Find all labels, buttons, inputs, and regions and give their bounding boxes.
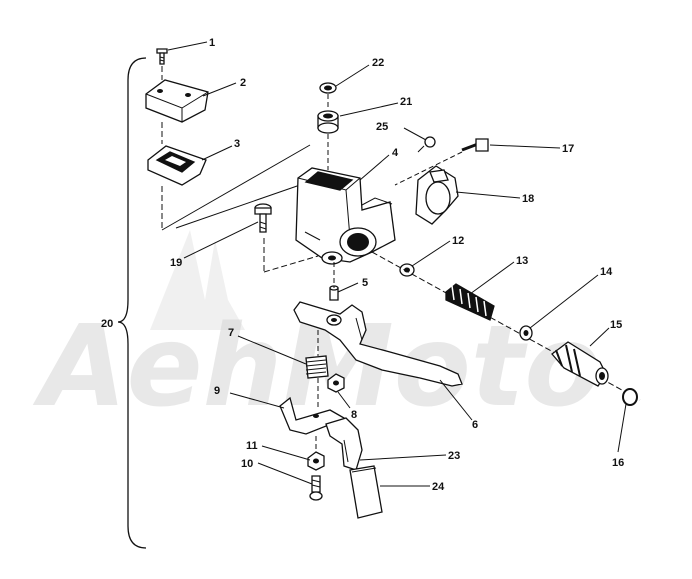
callout-18: 18 xyxy=(522,193,534,205)
part-7-spring xyxy=(305,355,329,379)
part-14-washer xyxy=(519,325,533,341)
part-21-bushing xyxy=(317,110,339,134)
callout-7: 7 xyxy=(228,327,234,339)
part-1-screw xyxy=(156,48,168,65)
callout-15: 15 xyxy=(610,319,622,331)
leader-lines xyxy=(167,41,627,487)
callout-21: 21 xyxy=(400,96,412,108)
callout-9: 9 xyxy=(214,385,220,397)
callout-20: 20 xyxy=(101,318,113,330)
callout-19: 19 xyxy=(170,257,182,269)
assembly-bracket xyxy=(117,57,147,549)
part-18-clamp xyxy=(415,165,459,225)
part-17-bolt xyxy=(461,138,489,152)
part-10-screw xyxy=(309,475,323,501)
callout-24: 24 xyxy=(432,481,445,493)
callout-11: 11 xyxy=(246,440,258,452)
callout-25: 25 xyxy=(376,121,388,133)
part-13-boot xyxy=(445,283,495,321)
part-8-nut xyxy=(327,373,345,393)
callout-8: 8 xyxy=(351,409,357,421)
part-25-screw xyxy=(417,136,436,153)
part-4-master-cylinder xyxy=(295,167,396,265)
callout-13: 13 xyxy=(516,255,528,267)
callout-23: 23 xyxy=(448,450,460,462)
callout-2: 2 xyxy=(240,77,246,89)
callout-labels: 1 2 3 4 5 6 7 8 9 10 11 12 13 14 15 16 1… xyxy=(101,37,624,493)
callout-4: 4 xyxy=(392,147,399,159)
part-6-lever xyxy=(293,301,463,387)
callout-14: 14 xyxy=(600,266,613,278)
part-22-washer xyxy=(319,82,337,94)
callout-5: 5 xyxy=(362,277,368,289)
callout-1: 1 xyxy=(209,37,215,49)
callout-17: 17 xyxy=(562,143,574,155)
part-3-diaphragm xyxy=(147,145,207,186)
part-19-pivot-pin xyxy=(254,203,272,233)
part-2-reservoir-cover xyxy=(145,79,209,123)
callout-3: 3 xyxy=(234,138,240,150)
part-16-circlip xyxy=(622,388,638,406)
callout-22: 22 xyxy=(372,57,384,69)
callout-16: 16 xyxy=(612,457,624,469)
part-15-piston xyxy=(551,341,609,387)
callout-6: 6 xyxy=(472,419,478,431)
part-5-pin xyxy=(329,285,339,301)
callout-12: 12 xyxy=(452,235,464,247)
part-24-plate xyxy=(349,465,383,519)
part-11-lockwasher xyxy=(307,451,325,471)
part-12-washer xyxy=(399,263,415,277)
callout-10: 10 xyxy=(241,458,253,470)
